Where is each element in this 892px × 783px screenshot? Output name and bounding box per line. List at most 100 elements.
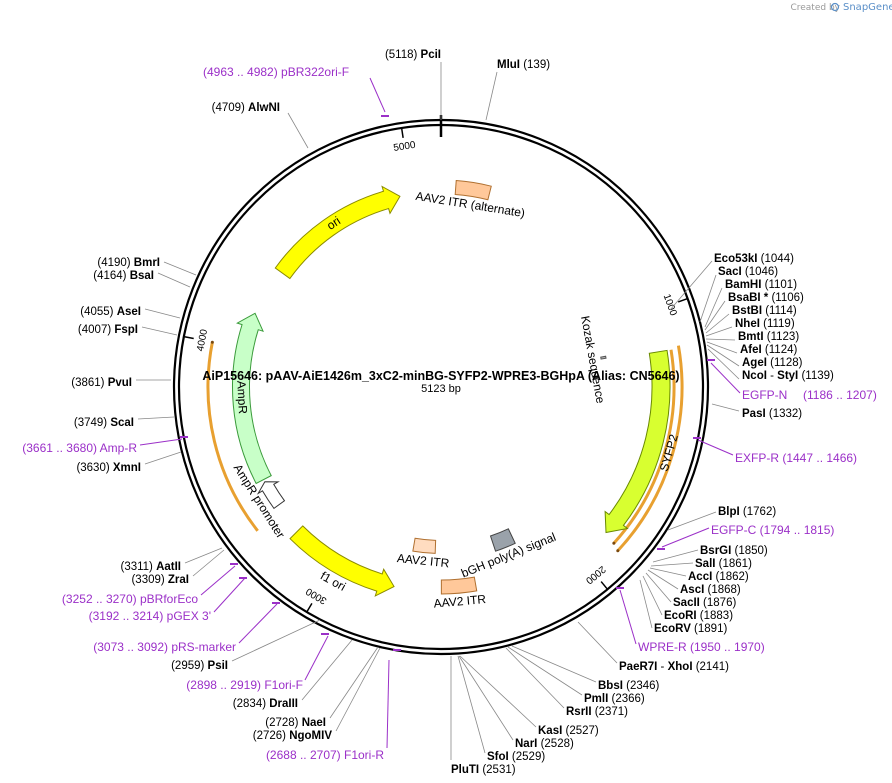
site-sali[interactable]: SalI (1861) [695, 558, 752, 570]
tick-label: 4000 [195, 328, 210, 352]
site-leader [705, 326, 733, 337]
feature-label-aav2-itr: AAV2 ITR [433, 592, 487, 611]
primer-label[interactable]: (4963 .. 4982) pBR322ori-F [203, 65, 349, 79]
feature-syfp2[interactable] [604, 349, 671, 534]
site-leader [301, 639, 353, 701]
primer-label[interactable]: (3252 .. 3270) pBRforEco [62, 592, 198, 606]
primer-label[interactable]: (2688 .. 2707) F1ori-R [266, 748, 384, 762]
site-nhei[interactable]: NheI (1119) [735, 318, 795, 330]
orf-arc [616, 345, 684, 552]
feature-aav2-itr[interactable] [440, 576, 478, 595]
tick-mark [677, 297, 688, 303]
site-leader [141, 326, 178, 336]
site-xmni[interactable]: (3630) XmnI [76, 462, 141, 474]
site-leader [711, 403, 740, 412]
site-pasi[interactable]: PasI (1332) [742, 408, 802, 420]
primer-leader [304, 635, 329, 681]
site-eco53ki[interactable]: Eco53kI (1044) [714, 253, 794, 265]
snapgene-logo-icon [830, 2, 840, 12]
site-ecori[interactable]: EcoRI (1883) [664, 610, 733, 622]
feature-label-ampr: AmpR [234, 380, 250, 414]
site-scai[interactable]: (3749) ScaI [74, 417, 134, 429]
site-pluti[interactable]: PluTI (2531) [451, 764, 516, 776]
site-leader [192, 549, 225, 577]
primer-label[interactable]: (2898 .. 2919) F1ori-F [186, 678, 303, 692]
site-bsabi[interactable]: BsaBI * (1106) [728, 292, 804, 304]
site-leader [704, 300, 726, 331]
feature-aav2-itr-alternate[interactable] [454, 180, 492, 201]
feature-ori[interactable] [274, 185, 401, 280]
site-leader [706, 341, 738, 354]
feature-ampr-promoter[interactable] [256, 481, 286, 510]
primer-leader [386, 659, 390, 749]
primer-label[interactable]: (1186 .. 1207) [803, 388, 877, 402]
site-leader [705, 338, 736, 341]
site-ecorv[interactable]: EcoRV (1891) [654, 623, 727, 635]
primer-leader [238, 603, 278, 644]
site-alwni[interactable]: (4709) AlwNI [212, 102, 280, 114]
site-zrai[interactable]: (3309) ZraI [131, 574, 189, 586]
site-bsrgi[interactable]: BsrGI (1850) [700, 545, 768, 557]
site-leader [642, 575, 663, 616]
primer-label[interactable]: (3661 .. 3680) Amp-R [22, 441, 137, 455]
site-leader [667, 511, 717, 531]
feature-ampr[interactable] [232, 312, 272, 485]
primer-label[interactable]: (3073 .. 3092) pRS-marker [93, 640, 236, 654]
feature-bgh-poly-a-signal[interactable] [489, 528, 516, 552]
primer-label[interactable]: EGFP-N [742, 388, 787, 402]
site-bsai[interactable]: (4164) BsaI [93, 270, 154, 282]
site-pcii[interactable]: (5118) PciI [385, 49, 441, 61]
site-ngomiv[interactable]: (2726) NgoMIV [253, 730, 333, 742]
site-paer7i[interactable]: PaeR7I - XhoI (2141) [619, 661, 729, 673]
site-bstbi[interactable]: BstBI (1114) [732, 305, 797, 317]
orf-end [612, 541, 616, 545]
site-kasi[interactable]: KasI (2527) [538, 725, 599, 737]
feature-aav2-itr[interactable] [412, 537, 437, 554]
site-sfoi[interactable]: SfoI (2529) [487, 751, 545, 763]
primer-leader [139, 438, 183, 446]
site-bmri[interactable]: (4190) BmrI [97, 257, 160, 269]
site-fspi[interactable]: (4007) FspI [78, 324, 138, 336]
site-pmli[interactable]: PmlI (2366) [584, 693, 645, 705]
tick-label: 3000 [304, 585, 329, 606]
site-afei[interactable]: AfeI (1124) [740, 344, 797, 356]
site-ncoi[interactable]: NcoI - StyI (1139) [742, 370, 834, 382]
site-leader [639, 579, 653, 629]
site-aatii[interactable]: (3311) AatII [120, 561, 181, 573]
site-leader [507, 646, 583, 696]
site-leader [505, 647, 565, 709]
site-naei[interactable]: (2728) NaeI [265, 717, 326, 729]
site-acci[interactable]: AccI (1862) [688, 571, 749, 583]
site-draiii[interactable]: (2834) DraIII [233, 698, 298, 710]
site-bamhi[interactable]: BamHI (1101) [725, 279, 797, 291]
primer-leader [710, 362, 741, 394]
site-nari[interactable]: NarI (2528) [515, 738, 574, 750]
site-blpi[interactable]: BlpI (1762) [718, 506, 776, 518]
primer-label[interactable]: EGFP-C (1794 .. 1815) [711, 523, 834, 537]
tick-label: 1000 [661, 293, 679, 318]
site-rsrii[interactable]: RsrII (2371) [566, 706, 628, 718]
site-pvui[interactable]: (3861) PvuI [71, 377, 132, 389]
feature-kozak-sequence[interactable] [600, 355, 607, 360]
site-asci[interactable]: AscI (1868) [680, 584, 741, 596]
credit-prefix: Created by [790, 3, 840, 13]
site-psii[interactable]: (2959) PsiI [171, 660, 228, 672]
site-leader [699, 274, 717, 323]
primer-leader [619, 589, 637, 645]
site-bbsi[interactable]: BbsI (2346) [598, 680, 660, 692]
feature-f1-ori[interactable] [289, 525, 395, 597]
site-bmti[interactable]: BmtI (1123) [738, 331, 799, 343]
feature-label-aav2-itr: AAV2 ITR [396, 551, 450, 570]
site-leader [231, 619, 321, 662]
site-leader [706, 344, 740, 367]
site-mlui[interactable]: MluI (139) [497, 59, 550, 71]
primer-label[interactable]: (3192 .. 3214) pGEX 3' [89, 609, 211, 623]
site-sacii[interactable]: SacII (1876) [673, 597, 736, 609]
credit-brand: SnapGene [843, 2, 892, 13]
primer-label[interactable]: WPRE-R (1950 .. 1970) [638, 640, 765, 654]
site-asei[interactable]: (4055) AseI [80, 306, 141, 318]
site-agei[interactable]: AgeI (1128) [742, 357, 803, 369]
site-saci[interactable]: SacI (1046) [718, 266, 778, 278]
primer-label[interactable]: EXFP-R (1447 .. 1466) [735, 451, 857, 465]
